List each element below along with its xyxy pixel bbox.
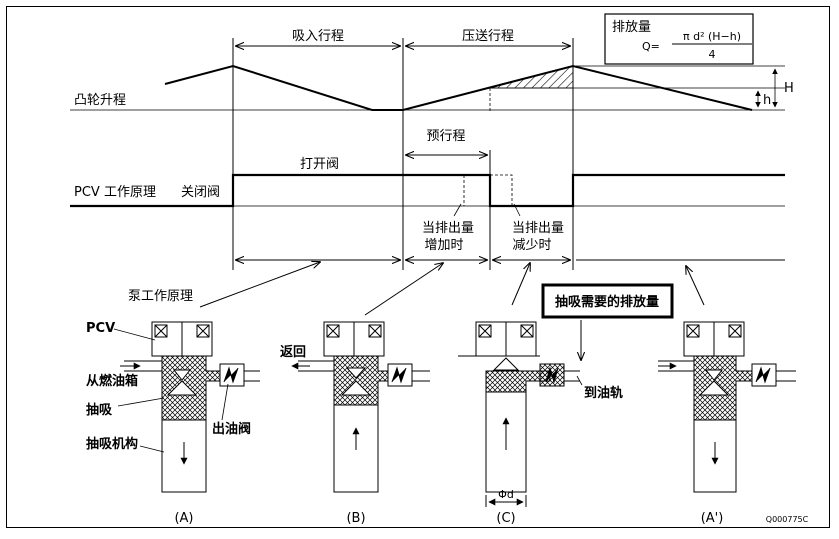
increase-label-line1: 当排出量 <box>422 221 474 236</box>
return-label: 返回 <box>280 345 306 360</box>
required-discharge-label: 抽吸需要的排放量 <box>555 294 659 310</box>
cam-H-label: H <box>784 81 794 96</box>
pump-panel-b <box>291 321 430 493</box>
formula-lhs: Q= <box>642 40 660 53</box>
increase-label-line2: 增加时 <box>424 238 463 253</box>
pcv-open-label: 打开阀 <box>300 157 339 172</box>
required-discharge-box: 抽吸需要的排放量 <box>541 283 674 360</box>
pcv-principle-label: PCV 工作原理 <box>74 185 156 200</box>
cam-lift-curve <box>70 64 785 112</box>
suction-mechanism-label: 抽吸机构 <box>86 436 138 452</box>
pump-panel-a <box>124 321 260 493</box>
pcv-timing <box>70 173 785 217</box>
figure-frame <box>6 6 830 528</box>
suction-label: 抽吸 <box>86 402 113 418</box>
decrease-label-line1: 当排出量 <box>512 221 564 236</box>
cam-lift-label: 凸轮升程 <box>74 93 126 108</box>
pump-panel-c <box>458 321 583 507</box>
formula-label: 排放量 <box>612 20 651 35</box>
stage-arrows <box>199 260 785 316</box>
diameter-label: Φd <box>498 488 514 501</box>
pump-panel-a-prime <box>658 321 796 493</box>
cam-h-label: h <box>763 93 771 108</box>
panel-label-a: (A) <box>174 511 193 526</box>
panel-label-c: (C) <box>496 511 515 526</box>
pump-principle-label: 泵工作原理 <box>128 289 193 304</box>
to-rail-label: 到油轨 <box>584 385 623 401</box>
pcv-closed-label: 关闭阀 <box>181 185 220 200</box>
outlet-valve-label: 出油阀 <box>212 421 251 437</box>
pressure-stroke-label: 压送行程 <box>462 29 514 44</box>
decrease-label-line2: 减少时 <box>512 238 551 253</box>
pre-stroke-label: 预行程 <box>426 129 465 144</box>
formula-denominator: 4 <box>709 48 716 61</box>
formula-box: 排放量 Q= π d² (H−h) 4 <box>604 13 754 65</box>
figure-id: Q000775C <box>766 515 809 524</box>
pcv-tag: PCV <box>86 321 115 336</box>
panel-label-b: (B) <box>346 511 365 526</box>
intake-stroke-label: 吸入行程 <box>292 29 344 44</box>
formula-numerator: π d² (H−h) <box>683 30 741 43</box>
from-tank-label: 从燃油箱 <box>86 373 138 389</box>
panel-label-a-prime: (A') <box>701 511 724 526</box>
